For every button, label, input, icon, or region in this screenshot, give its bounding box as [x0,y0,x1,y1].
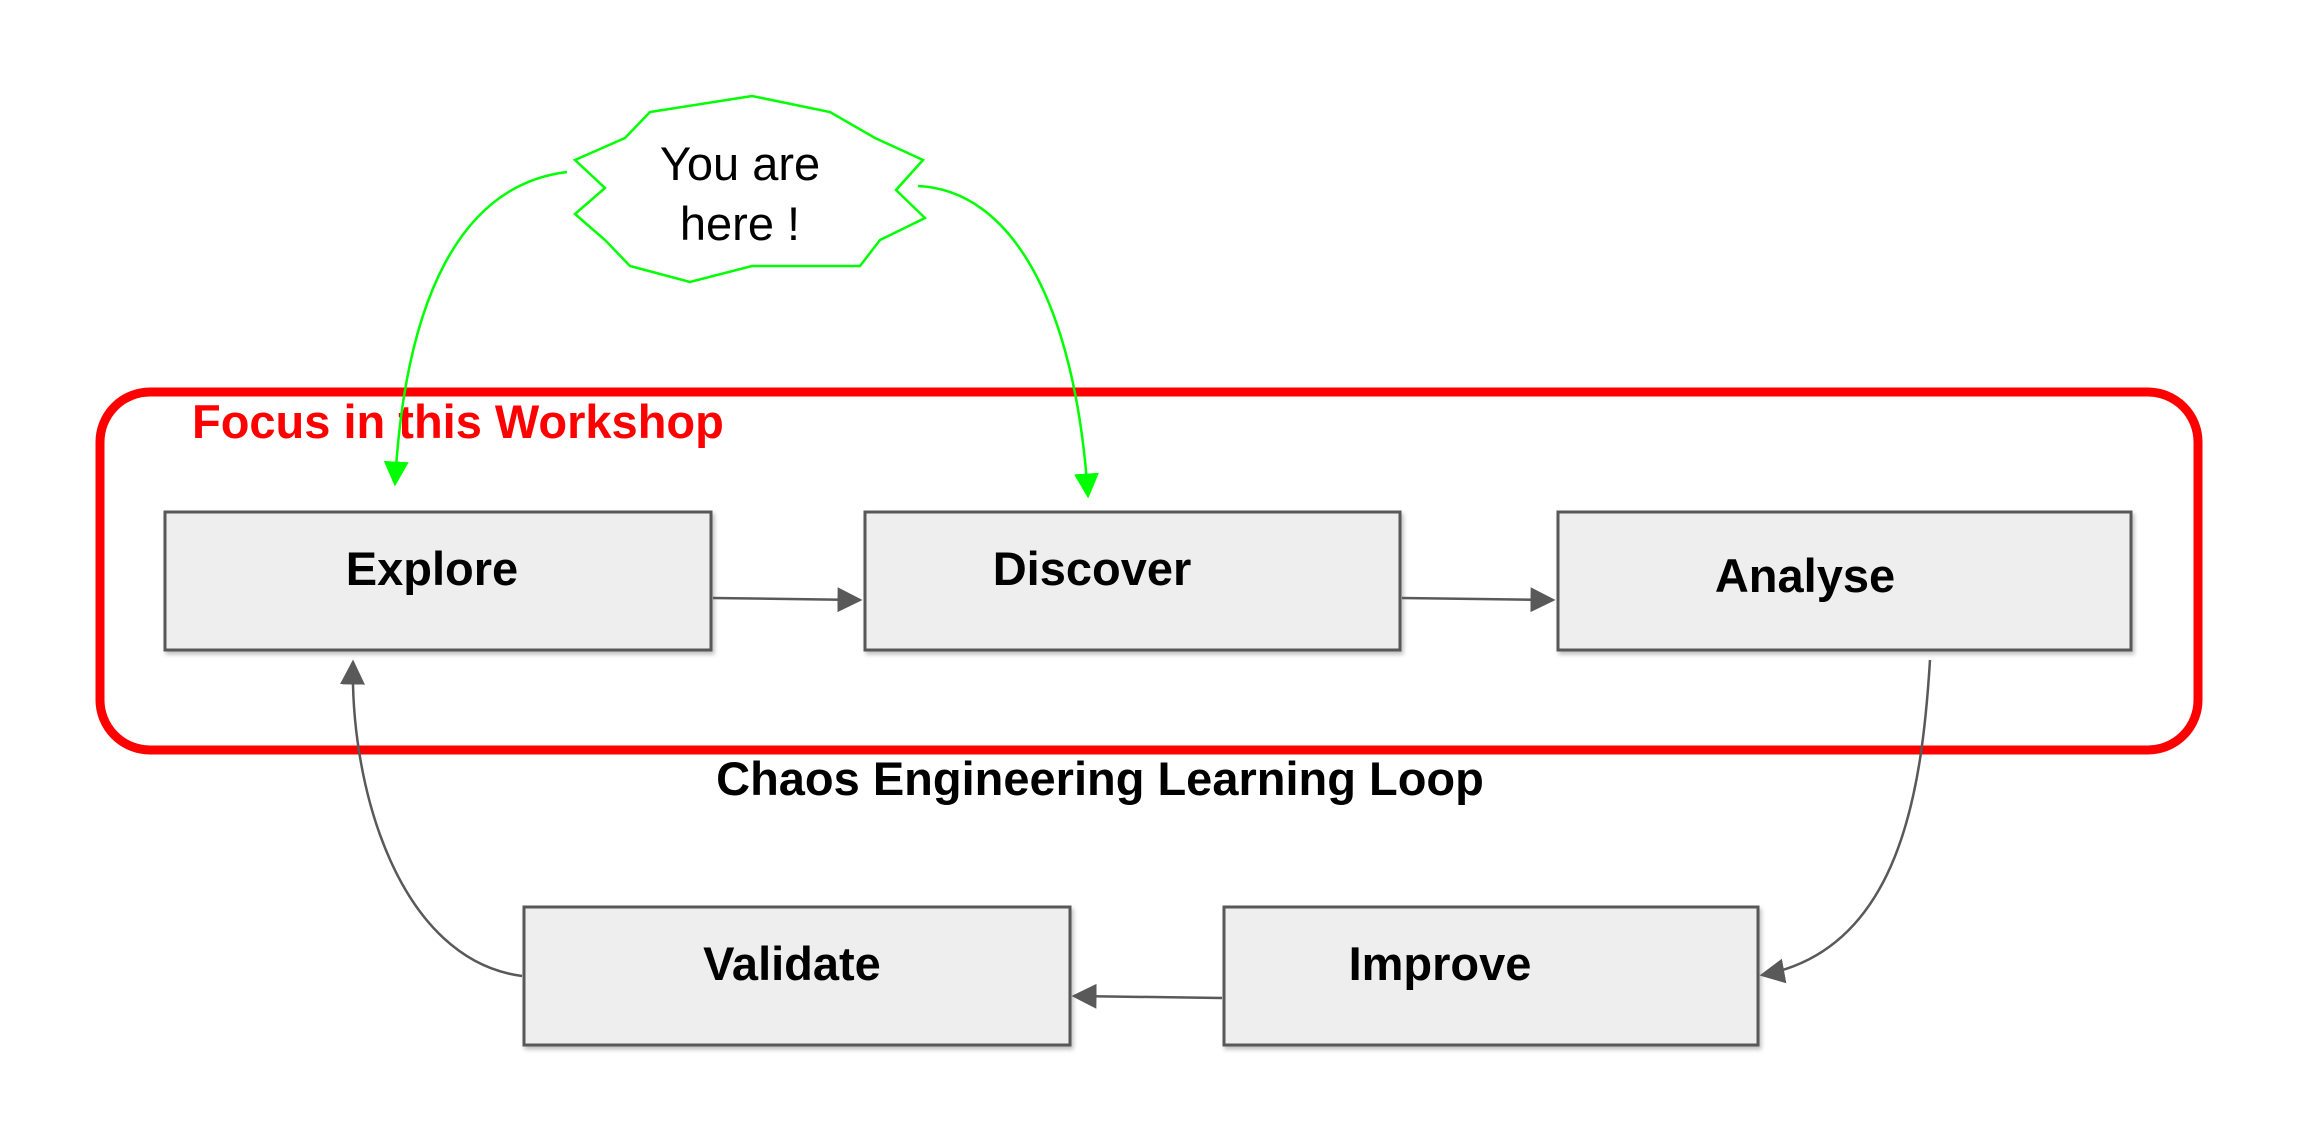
callout-arrow-to-discover [917,184,1099,499]
callout-arrow-to-explore [383,170,568,487]
step-improve: Improve [1222,905,1760,1047]
step-analyse: Analyse [1556,510,2133,652]
arrow-discover-to-analyse [1401,587,1556,613]
focus-region-border [95,387,2203,755]
you-are-here-callout [572,94,928,284]
focus-label: Focus in this Workshop [192,395,724,448]
step-explore: Explore [163,510,713,652]
step-label: Validate [703,937,881,990]
arrow-validate-to-explore [339,659,523,978]
step-label: Discover [993,542,1192,595]
step-discover: Discover [863,510,1402,652]
arrow-explore-to-discover [712,587,863,613]
callout-line-2: here ! [680,197,800,250]
step-validate: Validate [522,905,1072,1047]
diagram-caption: Chaos Engineering Learning Loop [716,752,1484,805]
callout-line-1: You are [660,137,820,190]
step-label: Explore [346,542,518,595]
arrow-analyse-to-improve [1759,659,1932,984]
step-label: Analyse [1715,549,1895,602]
arrow-improve-to-validate [1071,983,1223,1009]
step-label: Improve [1349,937,1532,990]
